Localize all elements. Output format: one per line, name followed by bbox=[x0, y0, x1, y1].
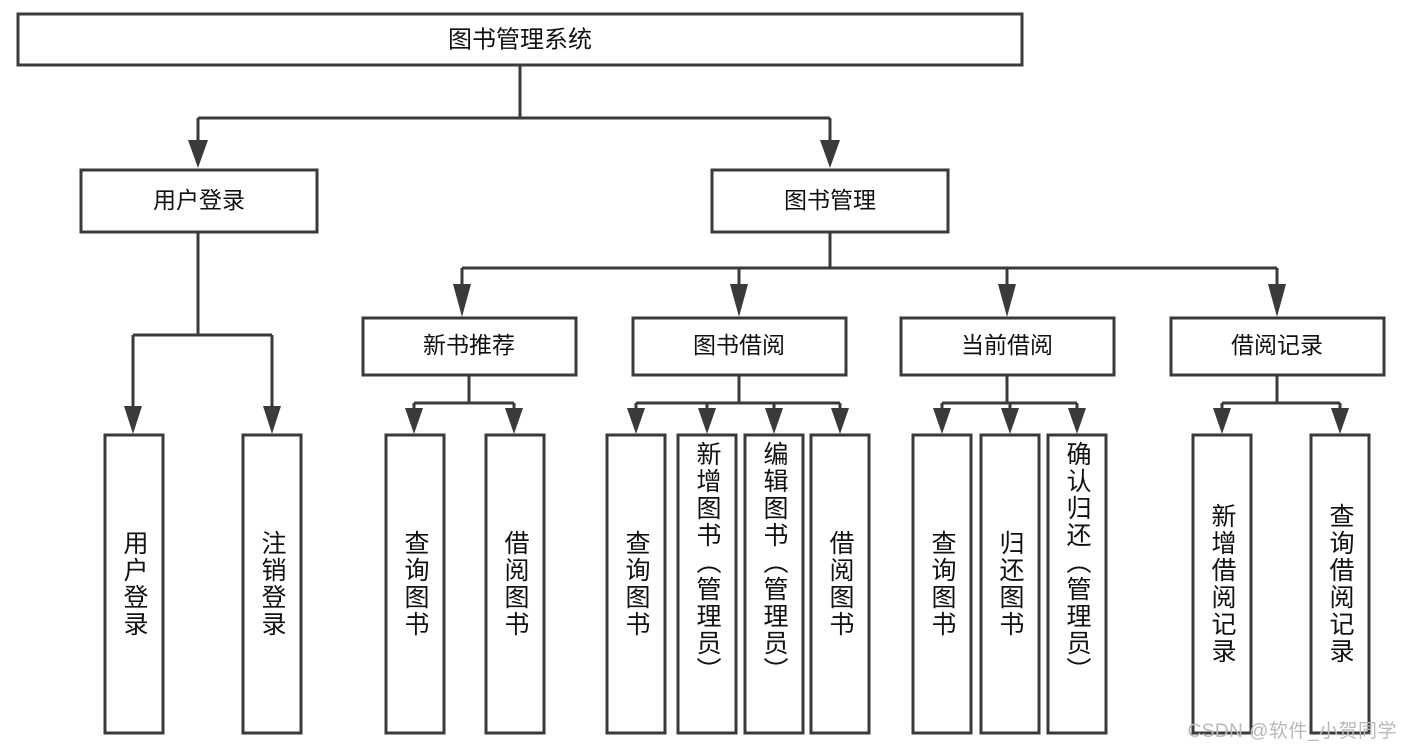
leaf-edit-book-box[interactable] bbox=[743, 433, 805, 735]
node-book-management[interactable]: 图书管理 bbox=[710, 168, 950, 234]
arrow-head-leaf-user-login bbox=[124, 406, 142, 434]
leaf-query-book-3-box[interactable] bbox=[911, 433, 973, 735]
node-borrow-record-box[interactable] bbox=[1169, 316, 1386, 377]
arrow-head-book-management bbox=[820, 140, 840, 168]
arrow-head-leaf-logout-login bbox=[263, 406, 281, 434]
arrow-head-leaf-query-book-1 bbox=[405, 408, 423, 434]
leaf-query-borrow-record-box[interactable] bbox=[1309, 433, 1371, 735]
arrow-head-leaf-confirm-return bbox=[1068, 408, 1086, 434]
arrow-head-leaf-query-book-2 bbox=[627, 408, 645, 434]
connector-book-borrow-to-leaves bbox=[627, 375, 849, 434]
node-current-borrow[interactable]: 当前借阅 bbox=[899, 316, 1116, 377]
node-new-book-recommend-label: 新书推荐 bbox=[423, 332, 515, 358]
leaf-query-book-2-box[interactable] bbox=[605, 433, 667, 735]
node-current-borrow-box[interactable] bbox=[899, 316, 1116, 377]
arrow-head-user-login bbox=[188, 140, 208, 168]
arrow-head-leaf-edit-book bbox=[765, 408, 783, 434]
node-new-book-recommend-box[interactable] bbox=[361, 316, 578, 377]
arrow-head-book-borrow bbox=[730, 284, 748, 317]
arrow-head-leaf-add-book bbox=[698, 408, 716, 434]
leaf-logout-login-box[interactable] bbox=[241, 433, 303, 735]
node-current-borrow-label: 当前借阅 bbox=[961, 332, 1053, 358]
leaf-confirm-return-box[interactable] bbox=[1046, 433, 1108, 735]
node-book-borrow-label: 图书借阅 bbox=[693, 332, 785, 358]
node-user-login[interactable]: 用户登录 bbox=[79, 168, 319, 234]
connector-book-management-to-level3 bbox=[453, 232, 1286, 317]
connector-current-borrow-to-leaves bbox=[933, 375, 1086, 434]
node-borrow-record-label: 借阅记录 bbox=[1231, 332, 1323, 358]
leaf-borrow-book-1-box[interactable] bbox=[484, 433, 546, 735]
connector-root-to-level2 bbox=[188, 65, 840, 168]
node-user-login-label: 用户登录 bbox=[153, 187, 245, 213]
arrow-head-current-borrow bbox=[998, 284, 1016, 317]
node-root[interactable]: 图书管理系统 bbox=[16, 12, 1024, 67]
node-book-borrow-box[interactable] bbox=[631, 316, 848, 377]
arrow-head-leaf-query-borrow-record bbox=[1331, 408, 1349, 434]
node-root-box[interactable] bbox=[16, 12, 1024, 67]
leaf-return-book-box[interactable] bbox=[979, 433, 1041, 735]
node-book-borrow[interactable]: 图书借阅 bbox=[631, 316, 848, 377]
node-borrow-record[interactable]: 借阅记录 bbox=[1169, 316, 1386, 377]
node-book-management-label: 图书管理 bbox=[784, 187, 876, 213]
node-book-management-box[interactable] bbox=[710, 168, 950, 234]
leaf-boxes bbox=[103, 433, 1371, 735]
leaf-query-book-1-box[interactable] bbox=[384, 433, 446, 735]
leaf-add-borrow-record-box[interactable] bbox=[1191, 433, 1253, 735]
node-new-book-recommend[interactable]: 新书推荐 bbox=[361, 316, 578, 377]
arrow-head-borrow-record bbox=[1268, 284, 1286, 317]
arrow-head-leaf-query-book-3 bbox=[933, 408, 951, 434]
node-root-label: 图书管理系统 bbox=[448, 26, 592, 53]
arrow-head-new-book-recommend bbox=[453, 284, 471, 317]
arrow-head-leaf-borrow-book-1 bbox=[505, 408, 523, 434]
connector-new-book-recommend-to-leaves bbox=[405, 375, 523, 434]
node-user-login-box[interactable] bbox=[79, 168, 319, 234]
arrow-head-leaf-return-book bbox=[1001, 408, 1019, 434]
connector-user-login-to-leaves bbox=[124, 232, 281, 434]
leaf-add-book-box[interactable] bbox=[676, 433, 738, 735]
leaf-user-login-box[interactable] bbox=[103, 433, 165, 735]
arrow-head-leaf-borrow-book-2 bbox=[831, 408, 849, 434]
leaf-borrow-book-2-box[interactable] bbox=[809, 433, 871, 735]
connector-borrow-record-to-leaves bbox=[1213, 375, 1349, 434]
arrow-head-leaf-add-borrow-record bbox=[1213, 408, 1231, 434]
csdn-watermark: CSDN @软件_小贺同学 bbox=[1187, 721, 1397, 742]
